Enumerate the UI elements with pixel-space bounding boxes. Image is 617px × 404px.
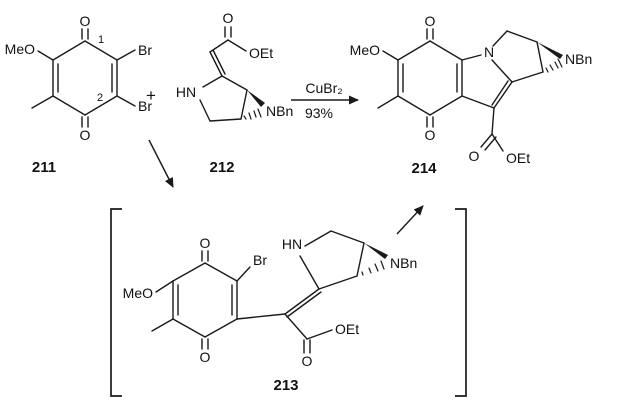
atom-label-o-top-214: O — [425, 13, 436, 29]
plus-operator: + — [146, 86, 156, 105]
compound-label-212: 212 — [209, 159, 234, 176]
atom-label-oet-213: OEt — [335, 321, 359, 337]
atom-label-meo-213: MeO — [123, 285, 153, 301]
bracket-left — [110, 208, 122, 397]
compound-211-bonds — [31, 28, 136, 128]
atom-label-o-ester-214: O — [469, 148, 480, 164]
intermediate-arrow-down — [148, 139, 174, 188]
compound-213-bonds — [151, 230, 365, 354]
atom-label-nbn-212: NBn — [266, 103, 293, 119]
atom-label-o-ester-213: O — [302, 353, 313, 369]
atom-label-hn-213: HN — [282, 236, 302, 252]
wedge-bond-213 — [364, 243, 388, 259]
compound-label-213: 213 — [273, 377, 298, 394]
atom-label-o-bottom-214: O — [425, 127, 436, 143]
atom-label-hn-212: HN — [176, 84, 196, 100]
compound-label-211: 211 — [32, 159, 56, 176]
atom-label-nbn-214: NBn — [565, 51, 592, 67]
compound-214: MeO O O N NBn O OEt 214 — [350, 13, 593, 177]
atom-label-o-top-211: O — [80, 13, 91, 29]
atom-label-o-top-213: O — [200, 235, 211, 251]
atom-label-oet-212: OEt — [249, 45, 273, 61]
wedge-bond-214 — [537, 42, 563, 59]
reagent-label: CuBr₂ — [305, 80, 342, 96]
compound-label-214: 214 — [411, 160, 437, 177]
atom-label-oet-214: OEt — [506, 150, 530, 166]
atom-label-o-top-212: O — [223, 10, 234, 26]
atom-label-n-214: N — [484, 44, 494, 60]
locant-1-211: 1 — [98, 34, 104, 46]
wedge-bond-212 — [247, 90, 265, 107]
hashed-bond-212 — [243, 108, 262, 120]
compound-211: O O Br Br MeO 1 2 211 — [5, 13, 153, 176]
compound-212-bonds — [199, 26, 248, 122]
atom-label-meo-214: MeO — [350, 42, 380, 58]
compound-212: O OEt HN NBn 212 — [176, 10, 293, 176]
atom-label-br-upper-211: Br — [138, 42, 152, 58]
atom-label-br-213: Br — [253, 252, 267, 268]
atom-label-br-lower-211: Br — [138, 98, 152, 114]
atom-label-nbn-213: NBn — [390, 255, 417, 271]
hashed-bond-214 — [545, 58, 563, 73]
compound-213: O Br MeO O HN NBn O OEt 213 — [123, 230, 417, 394]
locant-2-211: 2 — [97, 92, 103, 104]
atom-label-o-bottom-211: O — [80, 127, 91, 143]
compound-214-bonds — [377, 28, 544, 152]
yield-label: 93% — [305, 105, 333, 121]
intermediate-arrow-up — [396, 205, 424, 235]
hashed-bond-213 — [361, 260, 385, 276]
atom-label-o-bottom-213: O — [200, 349, 211, 365]
atom-label-meo-211: MeO — [5, 41, 35, 57]
bracket-right — [455, 208, 467, 397]
reaction-arrow-group: CuBr₂ 93% — [291, 80, 359, 121]
